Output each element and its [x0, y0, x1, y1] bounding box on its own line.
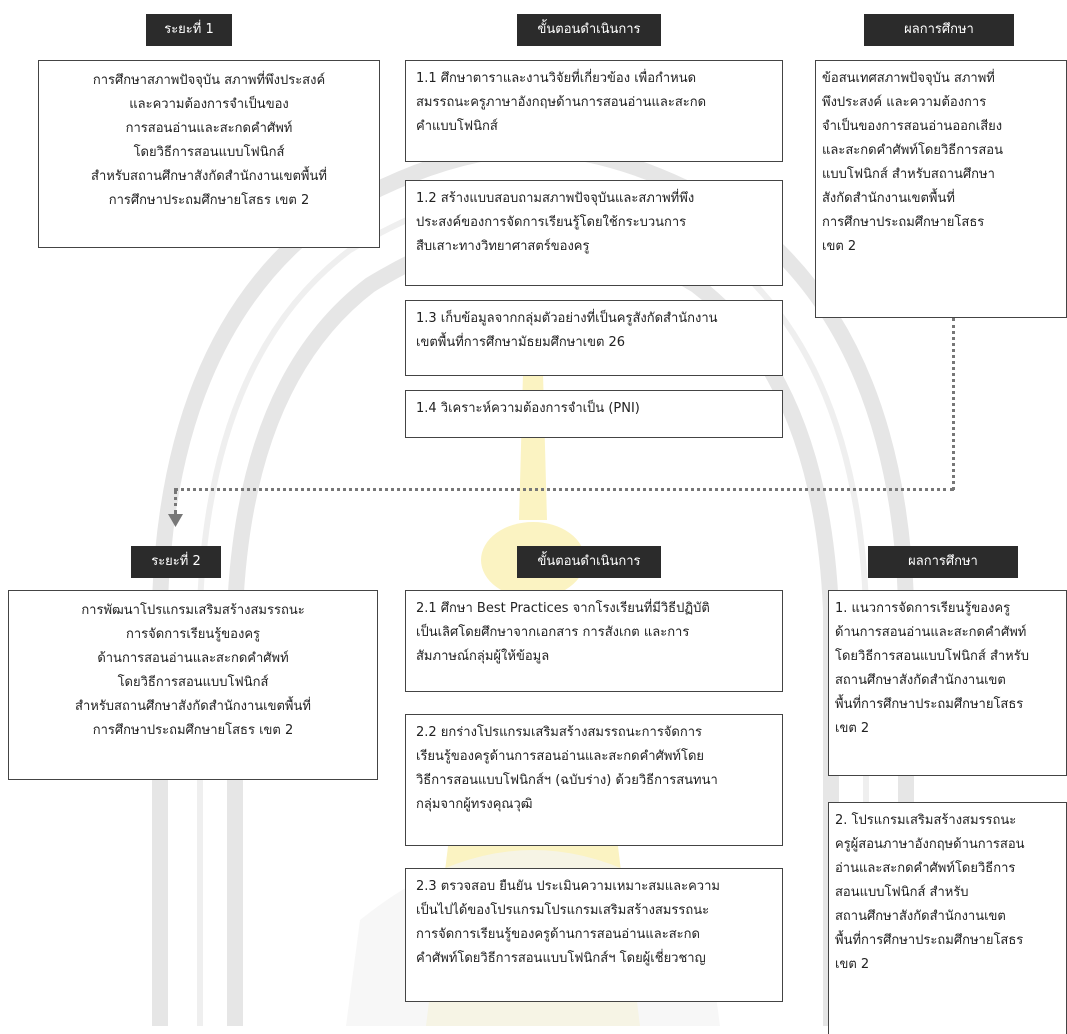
phase1-line: โดยวิธีการสอนแบบโฟนิกส์ — [133, 145, 285, 160]
connector-vertical-right — [952, 318, 955, 490]
step-line: 1.4 วิเคราะห์ความต้องการจำเป็น (PNI) — [416, 401, 640, 416]
result-line: ด้านการสอนอ่านและสะกดคำศัพท์ — [835, 625, 1027, 640]
step-line: 1.1 ศึกษาตาราและงานวิจัยที่เกี่ยวข้อง เพ… — [416, 71, 697, 86]
result-line: แบบโฟนิกส์ สำหรับสถานศึกษา — [822, 167, 995, 182]
phase2-result-1: 1. แนวการจัดการเรียนรู้ของครู ด้านการสอน… — [828, 590, 1067, 776]
step-line: วิธีการสอนแบบโฟนิกส์ฯ (ฉบับร่าง) ด้วยวิธ… — [416, 773, 718, 788]
step-line: สมรรถนะครูภาษาอังกฤษด้านการสอนอ่านและสะก… — [416, 95, 707, 110]
phase1-description: การศึกษาสภาพปัจจุบัน สภาพที่พึงประสงค์ แ… — [38, 60, 380, 248]
step-1-3: 1.3 เก็บข้อมูลจากกลุ่มตัวอย่างที่เป็นครู… — [405, 300, 783, 376]
result-line: การศึกษาประถมศึกษายโสธร — [822, 215, 985, 230]
step-line: คำแบบโฟนิกส์ — [416, 119, 498, 134]
result-line: ครูผู้สอนภาษาอังกฤษด้านการสอน — [835, 837, 1025, 852]
step-line: คำศัพท์โดยวิธีการสอนแบบโฟนิกส์ฯ โดยผู้เช… — [416, 951, 706, 966]
step-line: เรียนรู้ของครูด้านการสอนอ่านและสะกดคำศัพ… — [416, 749, 705, 764]
result-line: และสะกดคำศัพท์โดยวิธีการสอน — [822, 143, 1004, 158]
result-line: จำเป็นของการสอนอ่านออกเสียง — [822, 119, 1003, 134]
result-line: อ่านและสะกดคำศัพท์โดยวิธีการ — [835, 861, 1016, 876]
phase1-result: ข้อสนเทศสภาพปัจจุบัน สภาพที่ พึงประสงค์ … — [815, 60, 1067, 318]
step-line: สืบเสาะทางวิทยาศาสตร์ของครู — [416, 239, 590, 254]
result-line: พื้นที่การศึกษาประถมศึกษายโสธร — [835, 933, 1024, 948]
phase1-line: การศึกษาสภาพปัจจุบัน สภาพที่พึงประสงค์ — [92, 73, 326, 88]
step-line: 1.3 เก็บข้อมูลจากกลุ่มตัวอย่างที่เป็นครู… — [416, 311, 718, 326]
phase2-description: การพัฒนาโปรแกรมเสริมสร้างสมรรถนะ การจัดก… — [8, 590, 378, 780]
phase2-header: ระยะที่ 2 — [131, 546, 221, 578]
result-line: 1. แนวการจัดการเรียนรู้ของครู — [835, 601, 1011, 616]
phase1-line: การศึกษาประถมศึกษายโสธร เขต 2 — [108, 193, 310, 208]
step-line: เป็นไปได้ของโปรแกรมโปรแกรมเสริมสร้างสมรร… — [416, 903, 710, 918]
result-line: 2. โปรแกรมเสริมสร้างสมรรถนะ — [835, 813, 1017, 828]
phase1-result-header: ผลการศึกษา — [864, 14, 1014, 46]
phase2-line: การพัฒนาโปรแกรมเสริมสร้างสมรรถนะ — [81, 603, 305, 618]
step-line: ประสงค์ของการจัดการเรียนรู้โดยใช้กระบวนก… — [416, 215, 687, 230]
step-line: 2.1 ศึกษา Best Practices จากโรงเรียนที่ม… — [416, 601, 710, 616]
phase2-line: ด้านการสอนอ่านและสะกดคำศัพท์ — [97, 651, 289, 666]
step-line: 1.2 สร้างแบบสอบถามสภาพปัจจุบันและสภาพที่… — [416, 191, 695, 206]
result-line: เขต 2 — [822, 239, 857, 254]
step-line: สัมภาษณ์กลุ่มผู้ให้ข้อมูล — [416, 649, 550, 664]
phase2-result-2: 2. โปรแกรมเสริมสร้างสมรรถนะ ครูผู้สอนภาษ… — [828, 802, 1067, 1034]
phase1-procedure-header: ขั้นตอนดำเนินการ — [517, 14, 661, 46]
result-line: สถานศึกษาสังกัดสำนักงานเขต — [835, 673, 1006, 688]
phase1-line: และความต้องการจำเป็นของ — [129, 97, 289, 112]
phase1-line: สำหรับสถานศึกษาสังกัดสำนักงานเขตพื้นที่ — [91, 169, 327, 184]
step-line: การจัดการเรียนรู้ของครูด้านการสอนอ่านและ… — [416, 927, 700, 942]
result-line: โดยวิธีการสอนแบบโฟนิกส์ สำหรับ — [835, 649, 1029, 664]
arrow-down-icon — [168, 514, 183, 527]
connector-horizontal — [174, 488, 954, 491]
connector-vertical-left — [174, 490, 177, 514]
result-line: สอนแบบโฟนิกส์ สำหรับ — [835, 885, 969, 900]
step-1-2: 1.2 สร้างแบบสอบถามสภาพปัจจุบันและสภาพที่… — [405, 180, 783, 286]
result-line: พื้นที่การศึกษาประถมศึกษายโสธร — [835, 697, 1024, 712]
phase2-procedure-header: ขั้นตอนดำเนินการ — [517, 546, 661, 578]
result-line: เขต 2 — [835, 721, 870, 736]
step-1-1: 1.1 ศึกษาตาราและงานวิจัยที่เกี่ยวข้อง เพ… — [405, 60, 783, 162]
result-line: พึงประสงค์ และความต้องการ — [822, 95, 987, 110]
phase2-line: การศึกษาประถมศึกษายโสธร เขต 2 — [92, 723, 294, 738]
step-1-4: 1.4 วิเคราะห์ความต้องการจำเป็น (PNI) — [405, 390, 783, 438]
phase2-line: การจัดการเรียนรู้ของครู — [126, 627, 260, 642]
step-line: 2.3 ตรวจสอบ ยืนยัน ประเมินความเหมาะสมและ… — [416, 879, 720, 894]
result-line: สังกัดสำนักงานเขตพื้นที่ — [822, 191, 955, 206]
step-2-3: 2.3 ตรวจสอบ ยืนยัน ประเมินความเหมาะสมและ… — [405, 868, 783, 1002]
result-line: ข้อสนเทศสภาพปัจจุบัน สภาพที่ — [822, 71, 995, 86]
result-line: เขต 2 — [835, 957, 870, 972]
step-2-1: 2.1 ศึกษา Best Practices จากโรงเรียนที่ม… — [405, 590, 783, 692]
phase1-header: ระยะที่ 1 — [146, 14, 232, 46]
step-line: กลุ่มจากผู้ทรงคุณวุฒิ — [416, 797, 533, 812]
phase2-line: สำหรับสถานศึกษาสังกัดสำนักงานเขตพื้นที่ — [75, 699, 311, 714]
phase1-line: การสอนอ่านและสะกดคำศัพท์ — [125, 121, 293, 136]
result-line: สถานศึกษาสังกัดสำนักงานเขต — [835, 909, 1006, 924]
step-line: เขตพื้นที่การศึกษามัธยมศึกษาเขต 26 — [416, 335, 626, 350]
step-line: 2.2 ยกร่างโปรแกรมเสริมสร้างสมรรถนะการจัด… — [416, 725, 703, 740]
phase2-line: โดยวิธีการสอนแบบโฟนิกส์ — [117, 675, 269, 690]
step-line: เป็นเลิศโดยศึกษาจากเอกสาร การสังเกต และก… — [416, 625, 690, 640]
step-2-2: 2.2 ยกร่างโปรแกรมเสริมสร้างสมรรถนะการจัด… — [405, 714, 783, 846]
phase2-result-header: ผลการศึกษา — [868, 546, 1018, 578]
